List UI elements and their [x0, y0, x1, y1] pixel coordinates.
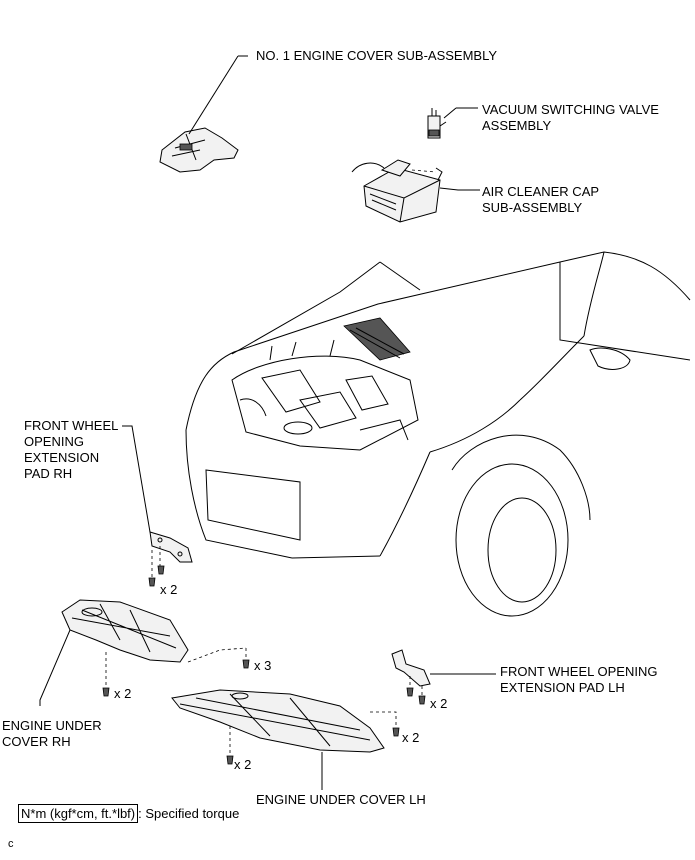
cover-rh-label-line-2: COVER RH: [2, 734, 71, 749]
cover-rh-bolt-qty: x 2: [114, 686, 132, 701]
engine-cover-illustration: [159, 55, 248, 173]
torque-legend: N*m (kgf*cm, ft.*lbf): Specified torque: [18, 804, 240, 823]
torque-unit-box: N*m (kgf*cm, ft.*lbf): [18, 804, 139, 823]
pad-lh-label-line-1: FRONT WHEEL OPENING: [500, 664, 658, 679]
pad-lh-bolt-qty: x 2: [430, 696, 448, 711]
vsv-label: VACUUM SWITCHING VALVE ASSEMBLY: [482, 102, 659, 134]
pad-rh-label-line-3: EXTENSION: [24, 450, 100, 465]
vsv-label-line-2: ASSEMBLY: [482, 118, 552, 133]
engine-cover-label: NO. 1 ENGINE COVER SUB-ASSEMBLY: [256, 48, 498, 63]
pad-rh-label-line-4: PAD RH: [24, 466, 73, 481]
cover-rh-label-line-1: ENGINE UNDER: [2, 718, 102, 733]
cover-lh-illustration: [171, 689, 400, 790]
air-cleaner-label-line-2: SUB-ASSEMBLY: [482, 200, 583, 215]
air-cleaner-label-line-1: AIR CLEANER CAP: [482, 184, 600, 199]
cover-rh-label: ENGINE UNDER COVER RH: [2, 718, 102, 750]
pad-rh-label-line-1: FRONT WHEEL: [24, 418, 119, 433]
pad-rh-label: FRONT WHEEL OPENING EXTENSION PAD RH: [24, 418, 118, 482]
cover-lh-bottom-bolt-qty: x 2: [234, 757, 252, 772]
vsv-illustration: [427, 107, 478, 139]
pad-rh-illustration: [122, 425, 193, 587]
air-cleaner-label: AIR CLEANER CAP SUB-ASSEMBLY: [482, 184, 599, 216]
torque-legend-text: : Specified torque: [138, 806, 240, 821]
pad-lh-label: FRONT WHEEL OPENING EXTENSION PAD LH: [500, 664, 657, 696]
pad-rh-bolt-qty: x 2: [160, 582, 178, 597]
pad-rh-label-line-2: OPENING: [24, 434, 84, 449]
pad-lh-illustration: [391, 649, 496, 705]
center-bolt-qty: x 3: [254, 658, 272, 673]
cover-rh-illustration: [39, 599, 250, 706]
cover-lh-side-bolt-qty: x 2: [402, 730, 420, 745]
air-cleaner-cap-illustration: [351, 159, 480, 223]
vsv-label-line-1: VACUUM SWITCHING VALVE: [482, 102, 659, 117]
pad-lh-label-line-2: EXTENSION PAD LH: [500, 680, 625, 695]
cover-lh-label: ENGINE UNDER COVER LH: [256, 792, 426, 807]
car-body-illustration: [185, 251, 691, 617]
footer-code: c: [8, 838, 14, 850]
